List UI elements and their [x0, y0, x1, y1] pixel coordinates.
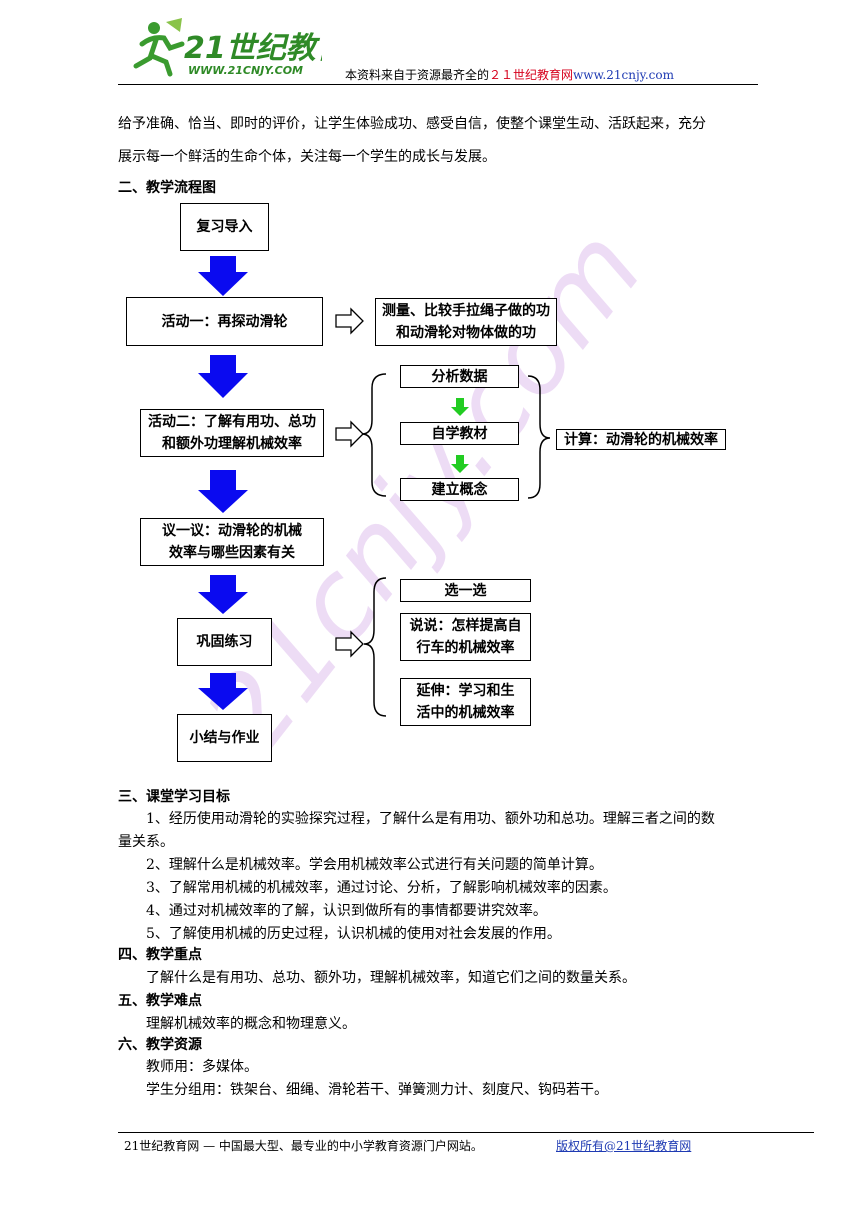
flow-activity2-line2: 和额外功理解机械效率 — [162, 436, 302, 452]
footer-divider — [118, 1132, 814, 1133]
header-note: 本资料来自于资源最齐全的２１世纪教育网www.21cnjy.com — [345, 66, 674, 83]
flow-measure-line1: 测量、比较手拉绳子做的功 — [382, 303, 550, 319]
flow-analyze-label: 分析数据 — [431, 368, 488, 385]
flow-summary-box: 小结与作业 — [177, 714, 272, 762]
section-4-text: 了解什么是有用功、总功、额外功，理解机械效率，知道它们之间的数量关系。 — [146, 970, 636, 986]
green-arrow-1 — [451, 398, 469, 416]
flow-practice-label: 巩固练习 — [196, 634, 253, 650]
flow-measure-line2: 和动滑轮对物体做的功 — [396, 325, 536, 341]
right-brace-1 — [527, 375, 551, 499]
intro-line-1: 给予准确、恰当、即时的评价，让学生体验成功、感受自信，使整个课堂生动、活跃起来，… — [118, 116, 706, 132]
right-arrow-3 — [335, 630, 364, 658]
flow-choose-label: 选一选 — [444, 582, 487, 599]
flow-say-line1: 说说：怎样提高自 — [409, 618, 522, 634]
flow-choose-box: 选一选 — [400, 579, 531, 602]
flow-activity1-label: 活动一：再探动滑轮 — [161, 313, 288, 330]
flow-practice-box: 巩固练习 — [177, 618, 272, 666]
goal-5: 5、了解使用机械的历史过程，认识机械的使用对社会发展的作用。 — [146, 926, 561, 942]
section-4-title: 四、教学重点 — [118, 947, 202, 963]
goal-3: 3、了解常用机械的机械效率，通过讨论、分析，了解影响机械效率的因素。 — [146, 880, 617, 896]
flow-discuss-box: 议一议：动滑轮的机械 效率与哪些因素有关 — [140, 518, 324, 566]
down-arrow-3 — [198, 470, 248, 513]
flow-activity2-line1: 活动二：了解有用功、总功 — [148, 414, 316, 430]
flow-extend-box: 延伸：学习和生 活中的机械效率 — [400, 678, 531, 726]
flow-review-label: 复习导入 — [196, 219, 253, 235]
green-arrow-2 — [451, 455, 469, 473]
flow-build-label: 建立概念 — [431, 481, 488, 498]
section-3-title: 三、课堂学习目标 — [118, 789, 230, 805]
flow-measure-box: 测量、比较手拉绳子做的功 和动滑轮对物体做的功 — [375, 298, 557, 346]
section-5-title: 五、教学难点 — [118, 993, 202, 1009]
header-url-link[interactable]: www.21cnjy.com — [573, 68, 674, 82]
header-site-name: ２１世纪教育网 — [489, 68, 574, 82]
down-arrow-4 — [198, 575, 248, 614]
flow-extend-line1: 延伸：学习和生 — [416, 683, 515, 699]
goal-1-line-2: 量关系。 — [118, 834, 174, 850]
flow-selfstudy-label: 自学教材 — [431, 425, 488, 442]
footer-site-description: 21世纪教育网 — 中国最大型、最专业的中小学教育资源门户网站。 — [124, 1139, 483, 1153]
flow-discuss-line2: 效率与哪些因素有关 — [169, 545, 295, 561]
header-divider — [118, 84, 758, 85]
flowchart-connectors — [198, 256, 551, 717]
flow-activity1-box: 活动一：再探动滑轮 — [126, 297, 323, 346]
flow-calc-box: 计算：动滑轮的机械效率 — [556, 429, 726, 450]
flow-activity2-box: 活动二：了解有用功、总功 和额外功理解机械效率 — [140, 409, 324, 457]
svg-text:21世纪教育: 21世纪教育 — [184, 31, 322, 66]
goal-2: 2、理解什么是机械效率。学会用机械效率公式进行有关问题的简单计算。 — [146, 857, 603, 873]
down-arrow-1 — [198, 256, 248, 296]
left-brace-2 — [363, 577, 387, 717]
section-5-text: 理解机械效率的概念和物理意义。 — [146, 1016, 356, 1032]
teacher-resources: 教师用：多媒体。 — [146, 1059, 258, 1075]
site-logo: 21世纪教育 WWW.21CNJY.COM — [133, 18, 322, 77]
goal-4: 4、通过对机械效率的了解，认识到做所有的事情都要讲究效率。 — [146, 903, 547, 919]
goal-1-line-1: 1、经历使用动滑轮的实验探究过程，了解什么是有用功、额外功和总功。理解三者之间的… — [146, 811, 715, 827]
section-2-title: 二、教学流程图 — [118, 180, 216, 196]
flow-summary-label: 小结与作业 — [189, 730, 260, 746]
flow-say-box: 说说：怎样提高自 行车的机械效率 — [400, 613, 531, 661]
intro-line-2: 展示每一个鲜活的生命个体，关注每一个学生的成长与发展。 — [118, 149, 496, 165]
flow-selfstudy-box: 自学教材 — [400, 422, 519, 445]
flow-review-box: 复习导入 — [180, 203, 269, 251]
svg-text:WWW.21CNJY.COM: WWW.21CNJY.COM — [188, 64, 303, 77]
flow-say-line2: 行车的机械效率 — [416, 640, 515, 656]
header-note-text: 本资料来自于资源最齐全的 — [345, 68, 490, 82]
section-6-title: 六、教学资源 — [118, 1037, 202, 1053]
right-arrow-2 — [335, 420, 364, 448]
flow-analyze-box: 分析数据 — [400, 365, 519, 388]
footer-copyright-link[interactable]: 版权所有@21世纪教育网 — [556, 1139, 692, 1153]
flow-extend-line2: 活中的机械效率 — [416, 705, 515, 721]
student-resources: 学生分组用：铁架台、细绳、滑轮若干、弹簧测力计、刻度尺、钩码若干。 — [146, 1082, 608, 1098]
down-arrow-2 — [198, 355, 248, 398]
flow-calc-label: 计算：动滑轮的机械效率 — [564, 431, 718, 448]
down-arrow-5 — [198, 673, 248, 710]
right-arrow-1 — [335, 307, 364, 335]
flow-build-box: 建立概念 — [400, 478, 519, 501]
left-brace-1 — [361, 373, 387, 497]
flow-discuss-line1: 议一议：动滑轮的机械 — [162, 523, 302, 539]
